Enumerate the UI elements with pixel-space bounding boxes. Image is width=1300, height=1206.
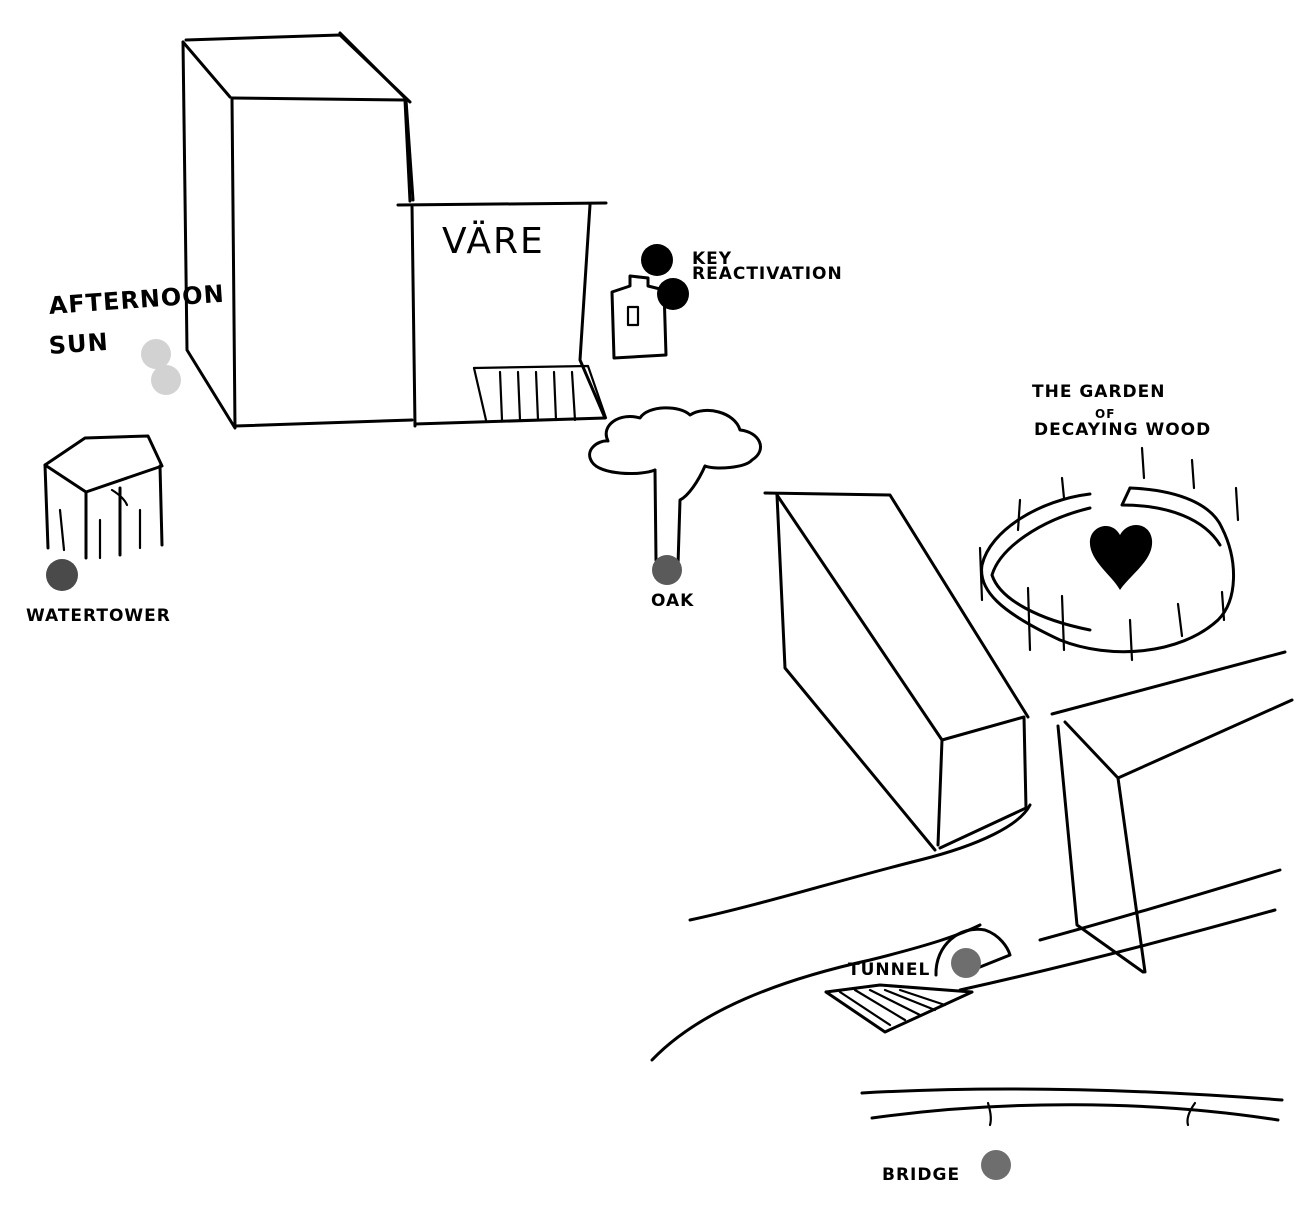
oak-marker[interactable] [652, 555, 682, 585]
tunnel-label: TUNNEL [848, 960, 931, 980]
garden-of-decaying-wood [978, 446, 1240, 662]
bridge [860, 1087, 1284, 1127]
watertower-marker[interactable] [46, 559, 78, 591]
tunnel [824, 927, 1012, 1034]
right-building [1050, 650, 1294, 974]
key-reactivation-label-line1: KEY [692, 249, 733, 269]
bridge-label: BRIDGE [882, 1165, 961, 1185]
garden-label-line2: OF [1095, 407, 1116, 421]
key-reactivation-marker-2[interactable] [657, 278, 689, 310]
road [650, 803, 1282, 1062]
garden-label-line1: THE GARDEN [1032, 382, 1166, 402]
afternoon-sun-label-line2: SUN [47, 327, 110, 360]
wedge-building [763, 491, 1030, 852]
building-sign: VÄRE [442, 221, 545, 262]
key-reactivation-marker-1[interactable] [641, 244, 673, 276]
entrance-stairs [472, 364, 608, 422]
garden-label-line3: DECAYING WOOD [1034, 420, 1212, 440]
watertower-label: WATERTOWER [26, 606, 171, 626]
vare-entrance-block [396, 201, 608, 428]
oak-tree [588, 406, 762, 567]
key-reactivation-label-line2: REACTIVATION [692, 264, 843, 284]
afternoon-sun-marker-2[interactable] [151, 365, 181, 395]
vare-tower [181, 31, 415, 430]
water-tower [43, 434, 164, 560]
tunnel-marker[interactable] [951, 948, 981, 978]
afternoon-sun-marker-1[interactable] [141, 339, 171, 369]
heart-icon [1089, 524, 1153, 590]
key-reactivation-kiosk [610, 274, 668, 360]
oak-label: OAK [651, 591, 695, 611]
bridge-marker[interactable] [981, 1150, 1011, 1180]
